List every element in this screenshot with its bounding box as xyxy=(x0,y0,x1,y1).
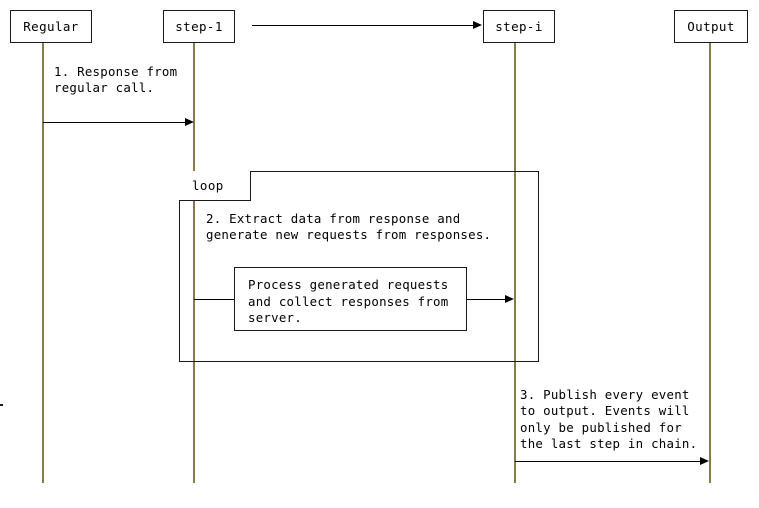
participant-output[interactable]: Output xyxy=(674,10,748,43)
message-process-requests-right-line xyxy=(467,299,506,300)
participant-regular-label: Regular xyxy=(23,19,79,34)
message-publish-to-output-line xyxy=(515,461,701,462)
loop-fragment-operator-label: loop xyxy=(192,178,224,193)
lifeline-regular xyxy=(42,43,44,483)
annotation-response-from-regular: 1. Response from regular call. xyxy=(54,64,178,96)
message-response-from-regular-head xyxy=(185,118,194,126)
lifeline-output xyxy=(709,43,711,483)
lifeline-step-i xyxy=(514,43,516,483)
message-publish-to-output-head xyxy=(700,457,709,465)
message-elision-arrow-line xyxy=(252,25,474,26)
message-elision-arrow-head xyxy=(473,21,482,29)
loop-fragment-operator-tab: loop xyxy=(179,171,251,201)
process-note-box: Process generated requests and collect r… xyxy=(234,267,467,331)
edge-artifact-tick xyxy=(0,404,3,406)
participant-step-1-label: step-1 xyxy=(175,19,223,34)
participant-step-i[interactable]: step-i xyxy=(483,10,555,43)
participant-step-i-label: step-i xyxy=(495,19,543,34)
message-response-from-regular-line xyxy=(43,122,185,123)
participant-output-label: Output xyxy=(687,19,735,34)
message-process-requests-left-line xyxy=(194,299,235,300)
annotation-publish-to-output: 3. Publish every event to output. Events… xyxy=(520,387,698,452)
lifeline-step-1 xyxy=(193,43,195,483)
message-process-requests-head xyxy=(505,295,514,303)
loop-fragment xyxy=(179,171,539,362)
annotation-extract-data: 2. Extract data from response and genera… xyxy=(206,211,492,243)
participant-regular[interactable]: Regular xyxy=(10,10,92,43)
participant-step-1[interactable]: step-1 xyxy=(163,10,235,43)
